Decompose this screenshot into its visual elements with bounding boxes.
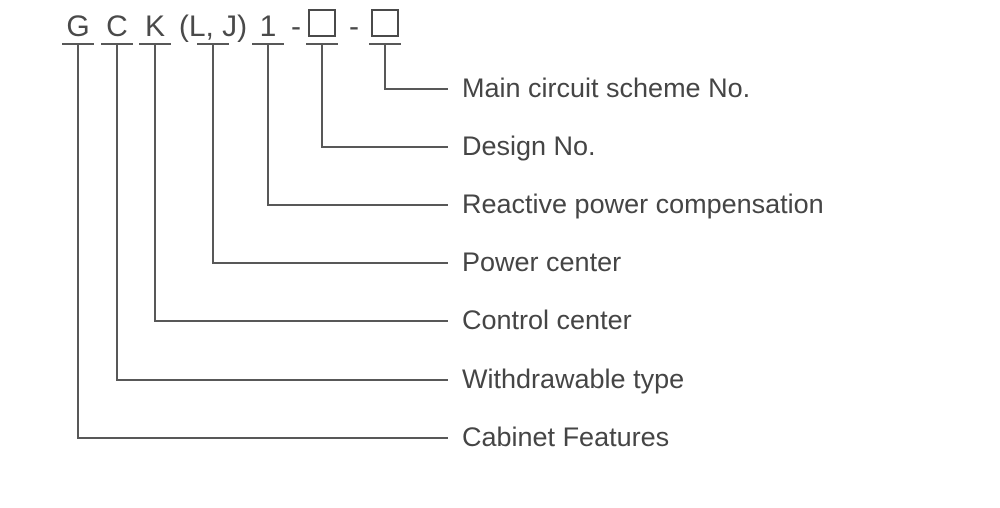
callout-label-cabinet-features: Cabinet Features <box>462 422 669 452</box>
callout-labels-group: Main circuit scheme No. Design No. Reactiv… <box>462 73 824 452</box>
code-char-dash1: - <box>291 10 301 43</box>
callout-label-control-center: Control center <box>462 305 632 335</box>
code-placeholder-box-box2 <box>371 9 399 37</box>
callout-label-reactive-power: Reactive power compensation <box>462 189 824 219</box>
leader-line-control-center <box>154 44 448 322</box>
callout-label-main-circuit-scheme: Main circuit scheme No. <box>462 73 750 103</box>
leader-lines-group <box>77 44 448 439</box>
code-char-c: C <box>106 10 128 43</box>
placeholder-box-shape <box>308 9 336 37</box>
code-char-g: G <box>66 10 89 43</box>
placeholder-box-shape <box>371 9 399 37</box>
code-char-lj: (L, J) <box>179 10 247 43</box>
callout-label-withdrawable-type: Withdrawable type <box>462 364 684 394</box>
callout-label-power-center: Power center <box>462 247 621 277</box>
code-char-one: 1 <box>260 10 277 43</box>
leader-line-design-no <box>321 44 448 148</box>
leader-line-withdrawable-type <box>116 44 448 381</box>
code-char-dash2: - <box>349 10 359 43</box>
callout-label-design-no: Design No. <box>462 131 596 161</box>
leader-line-power-center <box>212 44 448 264</box>
leader-line-main-circuit-scheme <box>384 44 448 90</box>
code-char-k: K <box>145 10 165 43</box>
code-placeholder-box-box1 <box>308 9 336 37</box>
leader-line-cabinet-features <box>77 44 448 439</box>
leader-line-reactive-power <box>267 44 448 206</box>
